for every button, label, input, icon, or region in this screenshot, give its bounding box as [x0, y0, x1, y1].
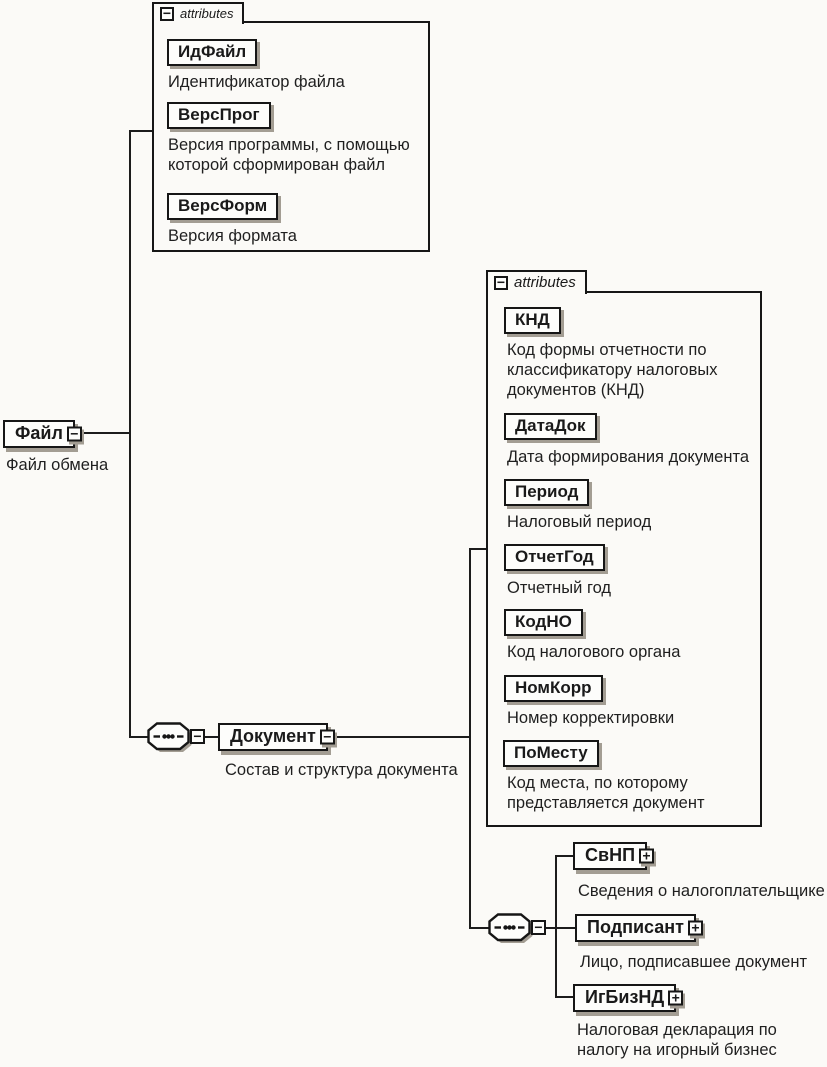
element-file-annotation: Файл обмена	[6, 456, 109, 474]
connector-line	[544, 927, 557, 929]
connector-line	[129, 130, 154, 132]
collapse-icon[interactable]: −	[319, 729, 335, 745]
sequence-icon[interactable]	[147, 722, 193, 761]
file-attributes-panel	[152, 21, 430, 252]
element-document[interactable]: Документ −	[218, 723, 335, 751]
connector-line	[555, 855, 557, 998]
element-igbiznd-annotation: Налоговая декларация по налогу на игорны…	[577, 1021, 777, 1059]
connector-line	[81, 432, 129, 434]
attr-versprog-annotation: Версия программы, с помощью которой сфор…	[168, 136, 410, 174]
element-svnp-annotation: Сведения о налогоплательщике	[578, 882, 825, 900]
attr-otchetgod-label: ОтчетГод	[515, 547, 594, 566]
attr-knd-label: КНД	[515, 310, 550, 329]
connector-line	[555, 855, 575, 857]
element-file[interactable]: Файл −	[3, 420, 82, 448]
element-svnp-label: СвНП	[585, 845, 636, 865]
attr-datadok-annotation: Дата формирования документа	[507, 448, 750, 466]
element-podpisant[interactable]: Подписант +	[575, 914, 703, 942]
collapse-icon[interactable]: −	[160, 6, 174, 21]
element-podpisant-label: Подписант	[587, 917, 684, 937]
attr-kodno-label: КодНО	[515, 612, 572, 631]
attr-versform-annotation: Версия формата	[168, 227, 297, 245]
connector-line	[555, 927, 575, 929]
element-igbiznd-label: ИгБизНД	[585, 987, 665, 1007]
attr-nomkorr-label: НомКорр	[515, 678, 592, 697]
connector-line	[326, 736, 471, 738]
connector-line	[129, 736, 150, 738]
attr-pomestu[interactable]: ПоМесту	[503, 740, 599, 767]
attr-versform-label: ВерсФорм	[178, 196, 268, 215]
expand-icon[interactable]: +	[639, 848, 655, 864]
collapse-icon[interactable]: −	[494, 275, 508, 290]
attr-knd[interactable]: КНД	[504, 307, 561, 334]
element-document-label: Документ	[230, 726, 316, 746]
element-svnp[interactable]: СвНП +	[573, 842, 655, 870]
attr-period-annotation: Налоговый период	[507, 513, 652, 531]
element-igbiznd[interactable]: ИгБизНД +	[573, 984, 684, 1012]
attr-kodno-annotation: Код налогового органа	[507, 643, 681, 661]
document-attributes-tab: − attributes	[486, 270, 587, 294]
attr-idfile-annotation: Идентификатор файла	[168, 73, 345, 91]
connector-line	[129, 130, 131, 738]
file-attributes-tab: − attributes	[152, 2, 245, 24]
expand-icon[interactable]: +	[688, 920, 703, 936]
document-attributes-tab-label: attributes	[514, 274, 576, 291]
collapse-icon[interactable]: −	[190, 729, 205, 744]
connector-line	[469, 548, 471, 929]
connector-line	[469, 927, 491, 929]
attr-idfile[interactable]: ИдФайл	[167, 39, 258, 66]
attr-otchetgod-annotation: Отчетный год	[507, 579, 612, 597]
document-attributes-panel	[486, 291, 762, 827]
attr-versprog[interactable]: ВерсПрог	[167, 102, 271, 129]
attr-knd-annotation: Код формы отчетности по классификатору н…	[507, 341, 718, 399]
element-document-annotation: Состав и структура документа	[225, 761, 458, 779]
connector-line	[204, 736, 220, 738]
attr-versform[interactable]: ВерсФорм	[167, 193, 279, 220]
attr-pomestu-label: ПоМесту	[514, 743, 588, 762]
attr-nomkorr-annotation: Номер корректировки	[507, 709, 675, 727]
collapse-icon[interactable]: −	[66, 426, 82, 442]
connector-line	[555, 996, 575, 998]
attr-datadok[interactable]: ДатаДок	[504, 413, 597, 440]
attr-nomkorr[interactable]: НомКорр	[504, 675, 603, 702]
expand-icon[interactable]: +	[668, 990, 684, 1006]
attr-idfile-label: ИдФайл	[178, 42, 247, 61]
attr-otchetgod[interactable]: ОтчетГод	[504, 544, 605, 571]
attr-datadok-label: ДатаДок	[515, 416, 586, 435]
element-podpisant-annotation: Лицо, подписавшее документ	[580, 953, 808, 971]
attr-period-label: Период	[515, 482, 579, 501]
attr-kodno[interactable]: КодНО	[504, 609, 583, 636]
attr-versprog-label: ВерсПрог	[178, 105, 260, 124]
file-attributes-tab-label: attributes	[180, 6, 234, 21]
collapse-icon[interactable]: −	[531, 920, 546, 935]
attr-pomestu-annotation: Код места, по которому представляется до…	[507, 774, 705, 812]
sequence-icon[interactable]	[488, 913, 534, 952]
attr-period[interactable]: Период	[504, 479, 590, 506]
element-file-label: Файл	[15, 423, 63, 443]
connector-line	[469, 548, 488, 550]
